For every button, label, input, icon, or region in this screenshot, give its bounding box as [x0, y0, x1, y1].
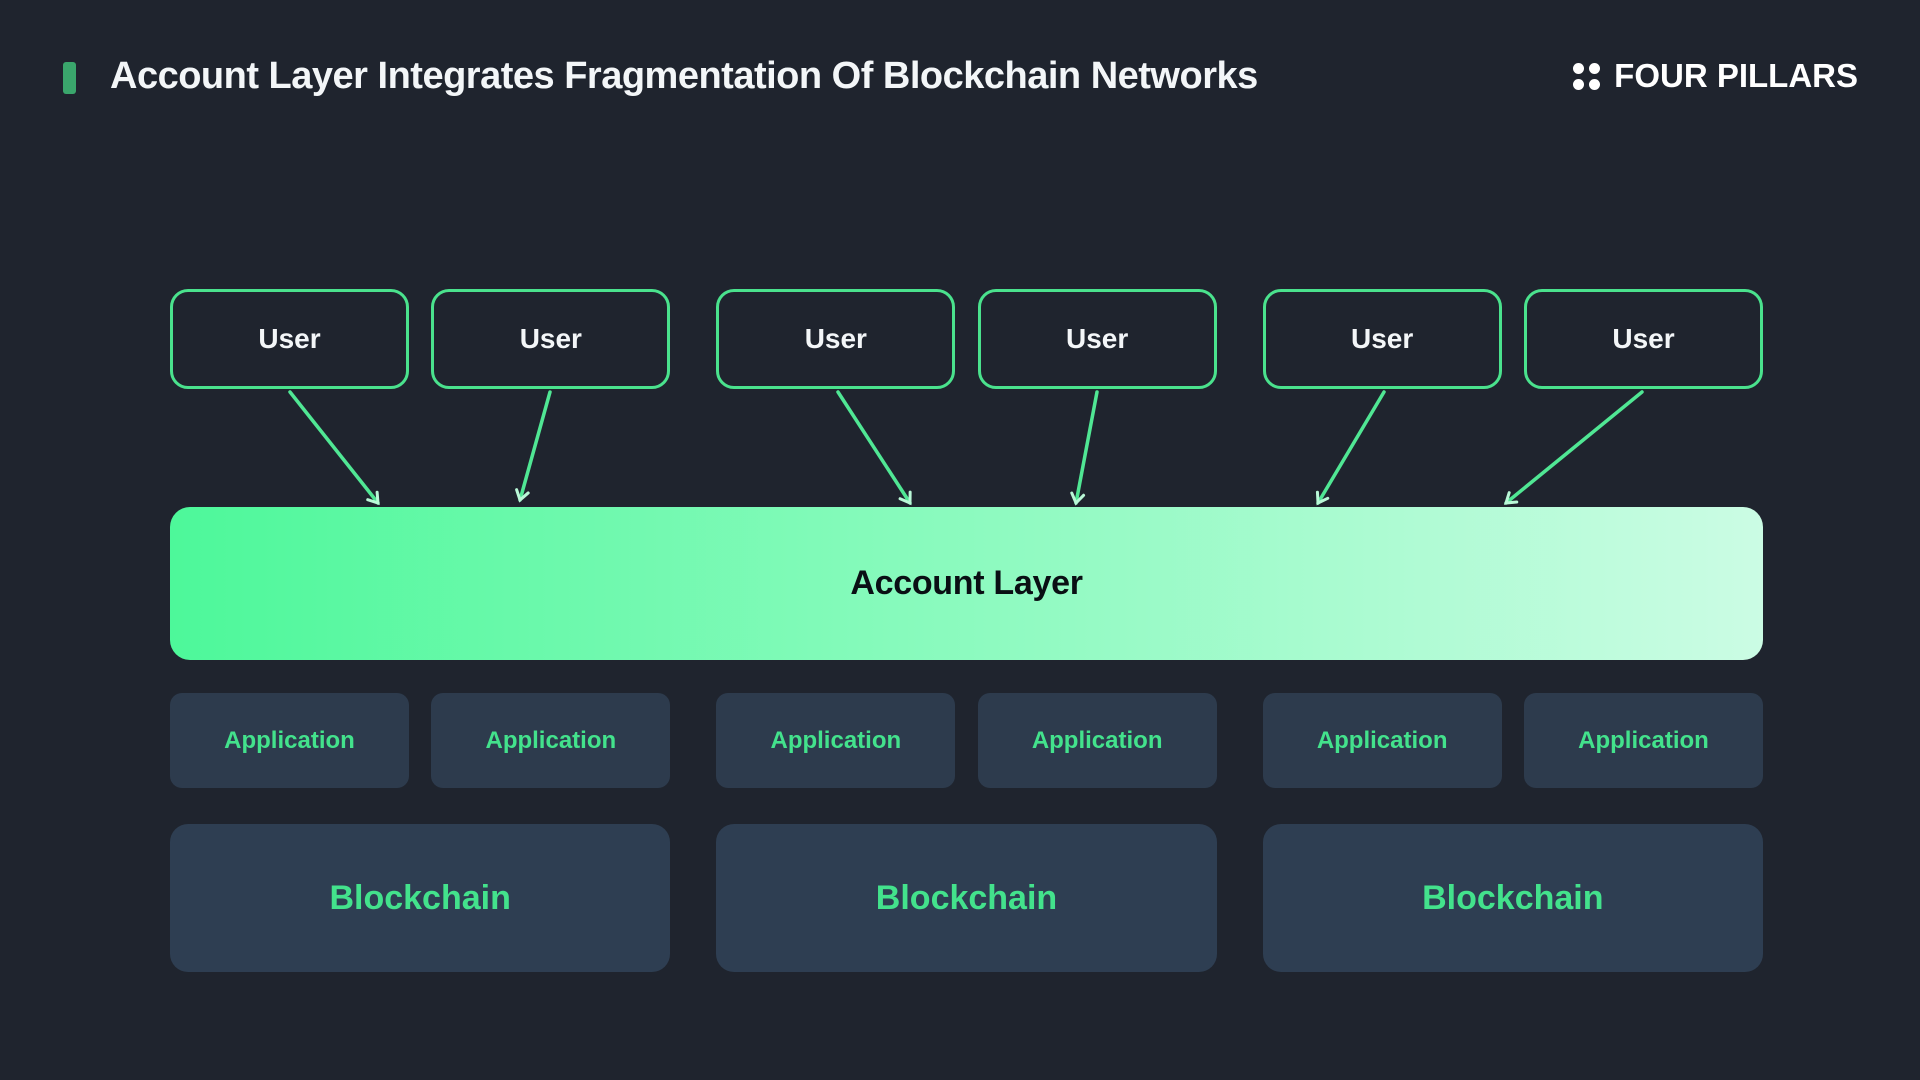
application-box: Application [1262, 693, 1502, 788]
application-column-3: Application Application [1262, 693, 1763, 788]
user-box: User [977, 289, 1217, 389]
user-column-2: User User [716, 289, 1217, 389]
application-box: Application [716, 693, 956, 788]
four-pillars-logo-text: FOUR PILLARS [1614, 57, 1858, 94]
blockchain-box: Blockchain [1262, 824, 1763, 972]
application-column-2: Application Application [716, 693, 1217, 788]
application-row: Application Application Application Appl… [170, 693, 1763, 788]
arrow-user-4 [1070, 390, 1099, 506]
user-box: User [431, 289, 671, 389]
logo-dot [1589, 78, 1601, 90]
application-box: Application [977, 693, 1217, 788]
arrow-user-1 [288, 390, 380, 506]
logo-dot [1573, 78, 1585, 90]
application-column-1: Application Application [170, 693, 671, 788]
page-title: Account Layer Integrates Fragmentation O… [110, 55, 1258, 97]
user-box: User [1262, 289, 1502, 389]
four-pillars-logo: FOUR PILLARS [1573, 44, 1858, 108]
application-box: Application [170, 693, 409, 788]
arrow-user-5 [1315, 390, 1386, 506]
blockchain-box: Blockchain [716, 824, 1217, 972]
logo-dot [1573, 62, 1585, 74]
arrow-user-2 [515, 390, 552, 503]
user-box: User [170, 289, 409, 389]
user-box: User [716, 289, 956, 389]
blockchain-row: Blockchain Blockchain Blockchain [170, 824, 1763, 972]
application-box: Application [1523, 693, 1763, 788]
user-column-3: User User [1262, 289, 1763, 389]
user-row: User User User User User User [170, 289, 1763, 389]
user-column-1: User User [170, 289, 671, 389]
arrow-user-3 [836, 390, 912, 506]
arrow-user-6 [1503, 390, 1644, 505]
four-pillars-dots-icon [1573, 62, 1601, 90]
blockchain-box: Blockchain [170, 824, 671, 972]
application-box: Application [431, 693, 671, 788]
title-accent-bar [63, 62, 76, 94]
account-layer-bar: Account Layer [170, 507, 1763, 660]
logo-dot [1589, 62, 1601, 74]
user-box: User [1523, 289, 1763, 389]
